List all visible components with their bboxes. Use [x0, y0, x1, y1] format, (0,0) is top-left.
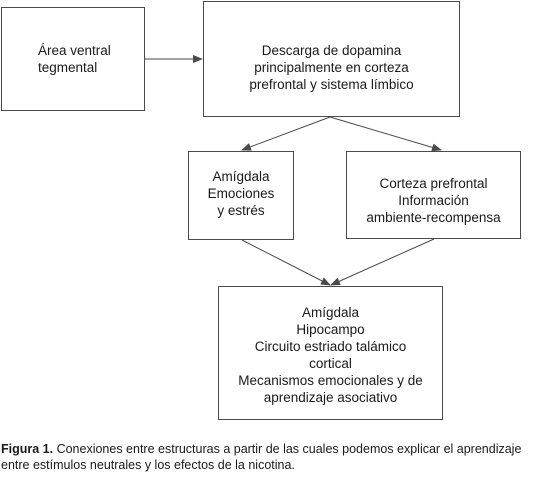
- node-text-line: prefrontal y sistema límbico: [249, 77, 414, 92]
- node-text-line: principalmente en corteza: [254, 60, 409, 75]
- node-text-line: Amígdala: [301, 305, 360, 320]
- arrow-dopamina-to-amigdala: [241, 116, 331, 151]
- node-estructuras-aprendizaje: Amígdala Hipocampo Circuito estriado tal…: [218, 286, 443, 420]
- node-text-line: ambiente-recompensa: [366, 210, 501, 225]
- node-amigdala-emociones: Amígdala Emociones y estrés: [188, 151, 294, 240]
- node-descarga-dopamina: Descarga de dopamina principalmente en c…: [203, 1, 460, 117]
- arrow-corteza-to-estructuras: [330, 238, 435, 286]
- node-text-line: y estrés: [217, 203, 265, 218]
- arrow-dopamina-to-corteza: [329, 116, 442, 152]
- node-text-line: Información: [398, 193, 469, 208]
- node-corteza-prefrontal: Corteza prefrontal Información ambiente-…: [346, 151, 521, 239]
- node-text-line: aprendizaje asociativo: [263, 390, 398, 405]
- figure-caption-text: Conexiones entre estructuras a partir de…: [1, 442, 522, 472]
- node-text-line: tegmental: [38, 60, 98, 75]
- node-text-line: Área ventral: [38, 43, 111, 58]
- node-text-line: Corteza prefrontal: [379, 176, 488, 191]
- figure-caption: Figura 1. Conexiones entre estructuras a…: [1, 441, 539, 473]
- node-area-ventral-tegmental: Área ventral tegmental: [1, 7, 145, 111]
- node-text-line: Emociones: [207, 186, 275, 201]
- node-text-line: cortical: [309, 356, 352, 371]
- node-text-line: Hipocampo: [296, 322, 365, 337]
- node-text-line: Descarga de dopamina: [261, 43, 402, 58]
- node-text-line: Mecanismos emocionales y de: [238, 373, 423, 388]
- node-text-line: Circuito estriado talámico: [254, 339, 407, 354]
- figure-caption-label: Figura 1.: [1, 442, 54, 456]
- arrow-amigdala-to-estructuras: [241, 239, 331, 286]
- node-text-line: Amígdala: [212, 169, 270, 184]
